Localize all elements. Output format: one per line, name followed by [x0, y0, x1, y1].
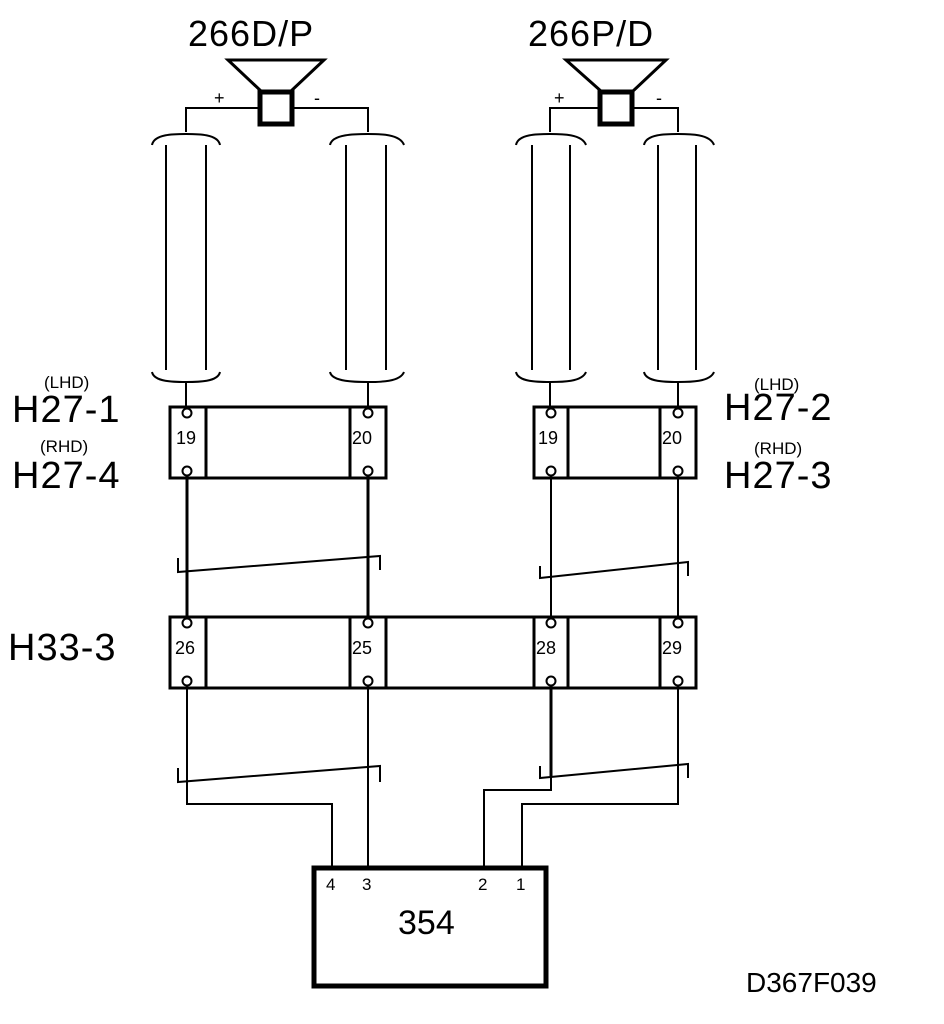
wire-harness-right-speaker: [515, 132, 715, 406]
pin-label: 26: [175, 638, 195, 658]
speaker-right-label: 266P/D: [528, 13, 654, 54]
speaker-right-plus: +: [554, 88, 565, 108]
speaker-left-icon: [185, 58, 369, 132]
connector-right-rhd-note: (RHD): [754, 439, 802, 458]
connector-main-id: H33-3: [8, 627, 117, 669]
pin-label: 25: [352, 638, 372, 658]
connector-right-lhd-note: (LHD): [754, 375, 799, 394]
wires-h27-to-h33: [177, 476, 689, 618]
speaker-right-minus: -: [656, 88, 662, 108]
pin-label: 28: [536, 638, 556, 658]
unit-pin-label: 2: [478, 875, 487, 894]
figure-code: D367F039: [746, 967, 877, 998]
connector-left-lhd-id: H27-1: [12, 389, 121, 431]
connector-right-lhd-id: H27-2: [724, 387, 833, 429]
connector-right-rhd-id: H27-3: [724, 455, 833, 497]
unit-pin-label: 3: [362, 875, 371, 894]
speaker-left-label: 266D/P: [188, 13, 314, 54]
connector-h27-right: [532, 405, 698, 480]
pin-label: 20: [662, 428, 682, 448]
pin-label: 20: [352, 428, 372, 448]
connector-h33-3: [168, 615, 698, 690]
unit-354-box: [311, 865, 549, 989]
connector-left-rhd-id: H27-4: [12, 455, 121, 497]
connector-left-lhd-note: (LHD): [44, 373, 89, 392]
speaker-left-minus: -: [314, 88, 320, 108]
pin-label: 19: [538, 428, 558, 448]
wire-harness-left-speaker: [151, 132, 405, 406]
connector-h27-left: [168, 405, 388, 480]
speaker-left-plus: +: [214, 88, 225, 108]
connector-left-rhd-note: (RHD): [40, 437, 88, 456]
speaker-right-icon: [549, 58, 679, 132]
wires-h33-to-unit: [177, 686, 689, 866]
unit-pin-label: 1: [516, 875, 525, 894]
unit-label: 354: [398, 904, 455, 942]
pin-label: 29: [662, 638, 682, 658]
pin-label: 19: [176, 428, 196, 448]
unit-pin-label: 4: [326, 875, 335, 894]
